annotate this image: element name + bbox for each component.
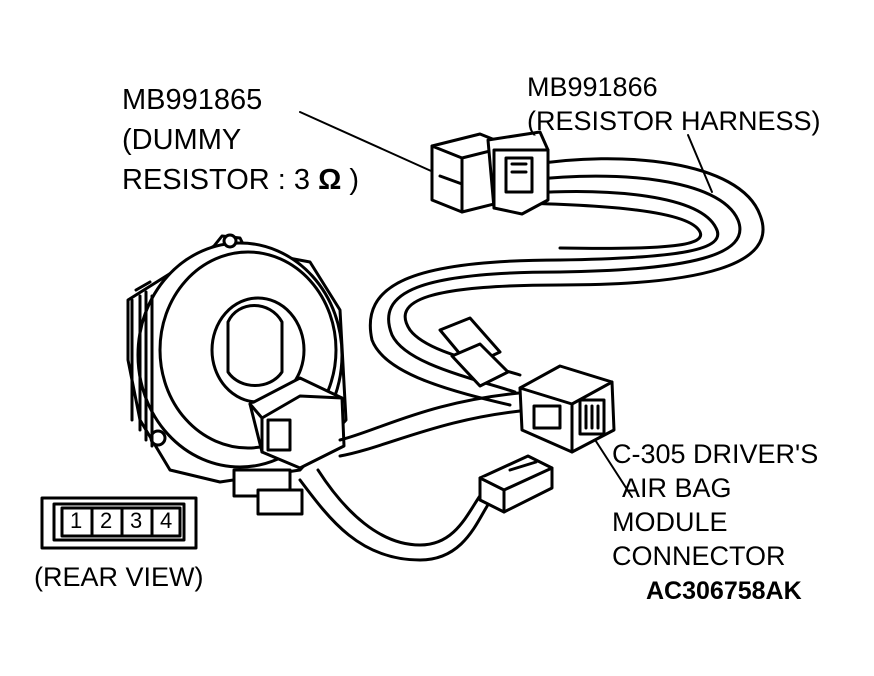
dummy-resistor-connector [430, 130, 550, 216]
pin-label-3: 3 [130, 508, 143, 533]
connector-label-line-2: AIR BAG [622, 473, 732, 503]
leader-line-resistor-harness [687, 134, 713, 193]
rear-view-label: (REAR VIEW) [34, 562, 204, 592]
pin-label-4: 4 [160, 508, 173, 533]
connector-label-line-1: C-305 DRIVER'S [612, 439, 819, 469]
clock-spring-connector [248, 376, 346, 470]
rear-view-pin-block [40, 496, 198, 550]
connector-label-line-3: MODULE [612, 507, 728, 537]
clock-spring-cables [298, 390, 532, 562]
resistor-harness-cable [368, 157, 765, 407]
connector-label-line-4: CONNECTOR [612, 541, 786, 571]
ohm-symbol: Ω [318, 164, 342, 196]
dummy-resistor-label: MB991865 (DUMMY RESISTOR : 3 Ω ) [122, 80, 359, 200]
resistor-harness-name: (RESISTOR HARNESS) [527, 106, 821, 136]
pin-label-2: 2 [100, 508, 113, 533]
leader-line-connector [589, 431, 633, 498]
resistor-harness-label: MB991866 (RESISTOR HARNESS) [527, 70, 821, 138]
pin-label-1: 1 [70, 508, 83, 533]
clock-spring-small-connector [478, 454, 554, 514]
figure-code: AC306758AK [646, 577, 802, 605]
leader-line-dummy-resistor [299, 111, 441, 176]
dummy-resistor-name: (DUMMY [122, 124, 242, 156]
dummy-resistor-value: RESISTOR : 3 Ω ) [122, 164, 360, 196]
clock-spring-body [126, 233, 348, 516]
air-bag-module-connector [518, 364, 616, 454]
connector-label: C-305 DRIVER'S AIR BAG MODULE CONNECTOR [612, 437, 818, 573]
resistor-harness-part-number: MB991866 [527, 72, 658, 102]
harness-plugs [438, 316, 510, 388]
dummy-resistor-part-number: MB991865 [122, 84, 263, 116]
